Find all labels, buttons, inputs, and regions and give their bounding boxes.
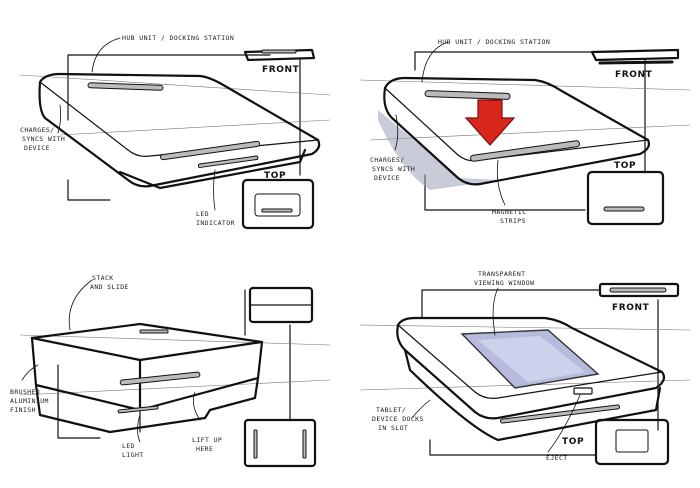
label-tablet-line3: IN SLOT bbox=[378, 424, 408, 432]
top-view-4 bbox=[594, 418, 670, 466]
label-led-light-line1: LED bbox=[122, 442, 135, 450]
label-led-line1: LED bbox=[196, 210, 209, 218]
label-magnetic-line2: STRIPS bbox=[500, 217, 526, 225]
label-top-4: TOP bbox=[562, 437, 584, 447]
label-charges-line2: SYNCS WITH bbox=[22, 135, 65, 143]
label-tablet-line1: TABLET/ bbox=[376, 406, 406, 414]
label-front: FRONT bbox=[262, 65, 300, 75]
label-charges-line3: DEVICE bbox=[24, 144, 50, 152]
label-led-light-line2: LIGHT bbox=[122, 451, 144, 459]
label-led-line2: INDICATOR bbox=[196, 219, 235, 227]
shadow-wash bbox=[378, 110, 500, 190]
label-hub-unit-2: HUB UNIT / DOCKING STATION bbox=[438, 38, 550, 46]
label-brushed-line1: BRUSHED bbox=[10, 388, 40, 396]
hub-body bbox=[38, 72, 321, 188]
label-charges-2-line1: CHARGES/ bbox=[370, 156, 405, 164]
label-brushed-line3: FINISH bbox=[10, 406, 36, 414]
label-tablet-line2: DEVICE DOCKS bbox=[372, 415, 424, 423]
panel-4-window-sketch: TRANSPARENT VIEWING WINDOW FRONT TABLET/… bbox=[359, 270, 691, 466]
label-magnetic-line1: MAGNETIC bbox=[492, 208, 527, 216]
label-front-2: FRONT bbox=[615, 70, 653, 80]
side-view-3 bbox=[243, 418, 317, 468]
stack-upper-box bbox=[30, 322, 264, 362]
label-brushed-line2: ALUMINIUM bbox=[10, 397, 49, 405]
label-stack-line2: AND SLIDE bbox=[90, 283, 129, 291]
label-lift-line2: HERE bbox=[196, 445, 213, 453]
label-eject: EJECT bbox=[546, 454, 568, 462]
label-window-line2: VIEWING WINDOW bbox=[474, 279, 534, 287]
front-view-4 bbox=[598, 282, 680, 298]
front-view-2 bbox=[590, 48, 680, 62]
label-charges-line1: CHARGES/ bbox=[20, 126, 55, 134]
hub-body-2 bbox=[383, 76, 651, 186]
label-charges-2-line3: DEVICE bbox=[374, 174, 400, 182]
label-stack-line1: STACK bbox=[92, 274, 114, 282]
insert-arrow bbox=[464, 99, 516, 146]
panel-2-hub-sketch: HUB UNIT / DOCKING STATION FRONT CHARGES… bbox=[359, 38, 691, 226]
label-front-4: FRONT bbox=[612, 303, 650, 313]
label-lift-line1: LIFT UP bbox=[192, 436, 222, 444]
top-view-1 bbox=[241, 178, 315, 230]
top-view-2 bbox=[586, 170, 665, 226]
panel-1-hub-sketch: HUB UNIT / DOCKING STATION FRONT CHARGES… bbox=[19, 34, 331, 230]
label-charges-2-line2: SYNCS WITH bbox=[372, 165, 415, 173]
label-window-line1: TRANSPARENT bbox=[478, 270, 525, 278]
label-top: TOP bbox=[264, 171, 286, 181]
label-hub-unit: HUB UNIT / DOCKING STATION bbox=[122, 34, 234, 42]
panel-3-stack-sketch: STACK AND SLIDE BRUSHED ALUMINIUM FINISH… bbox=[10, 274, 331, 468]
label-top-2: TOP bbox=[614, 161, 636, 171]
